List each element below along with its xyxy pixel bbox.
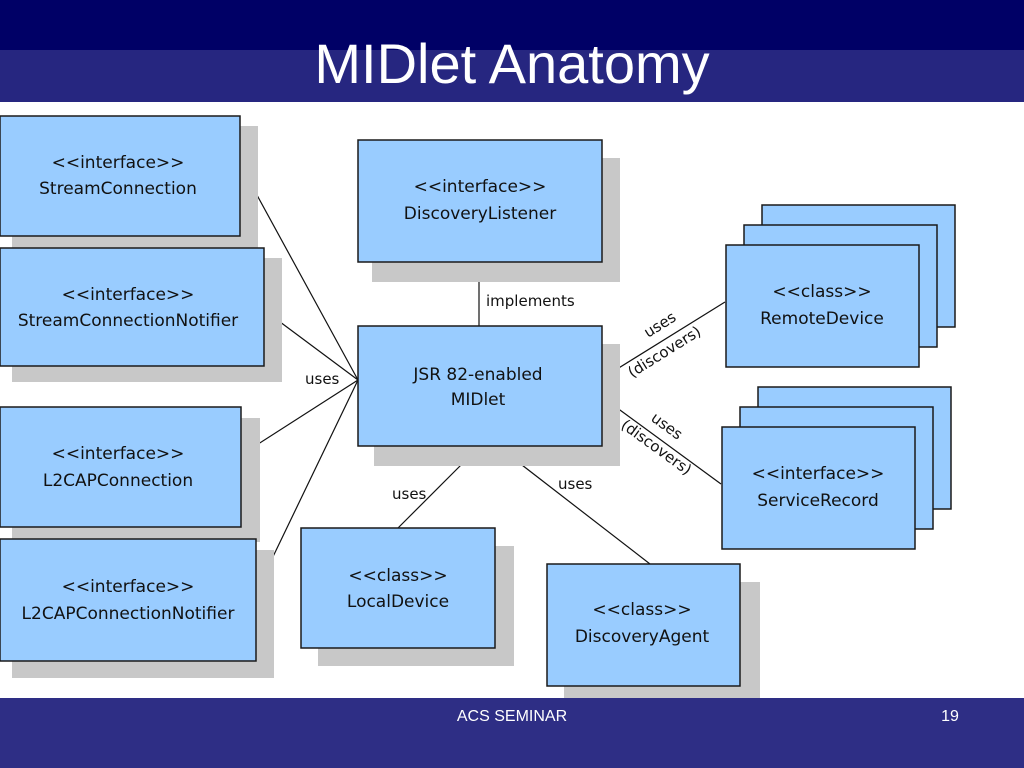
connector-discoveryagent bbox=[499, 447, 651, 565]
box-stereotype: <<interface>> bbox=[62, 577, 195, 597]
implements-label: implements bbox=[486, 292, 575, 310]
box-body bbox=[300, 527, 496, 649]
box-stereotype: JSR 82-enabled bbox=[412, 365, 542, 385]
box-name: L2CAPConnection bbox=[43, 471, 193, 491]
uses-arrow-remotedevice bbox=[607, 301, 726, 376]
box-stereotype: <<class>> bbox=[348, 566, 447, 586]
box-stereotype: <<interface>> bbox=[62, 285, 195, 305]
box-body bbox=[357, 139, 603, 263]
box-name: MIDlet bbox=[451, 390, 506, 410]
box-name: ServiceRecord bbox=[757, 491, 879, 511]
discovery-listener-box: <<interface>> DiscoveryListener bbox=[357, 139, 620, 282]
stream-connection-box: <<interface>> StreamConnection bbox=[0, 115, 258, 250]
remote-device-stack: <<class>> RemoteDevice bbox=[725, 204, 956, 368]
l2cap-connection-notifier-box: <<interface>> L2CAPConnectionNotifier bbox=[0, 538, 274, 678]
box-name: RemoteDevice bbox=[760, 309, 884, 329]
box-stereotype: <<interface>> bbox=[52, 153, 185, 173]
uses-label-localdevice: uses bbox=[392, 485, 427, 503]
box-body bbox=[0, 406, 242, 528]
slide-title: MIDlet Anatomy bbox=[314, 32, 710, 95]
box-body bbox=[0, 115, 241, 237]
discovery-agent-box: <<class>> DiscoveryAgent bbox=[546, 563, 760, 698]
box-stereotype: <<interface>> bbox=[414, 177, 547, 197]
box-body bbox=[721, 426, 916, 550]
title-bar: MIDlet Anatomy bbox=[0, 0, 1024, 102]
l2cap-connection-box: <<interface>> L2CAPConnection bbox=[0, 406, 260, 542]
box-stereotype: <<interface>> bbox=[52, 444, 185, 464]
box-body bbox=[357, 325, 603, 447]
uses-arrow-servicerecord bbox=[607, 400, 722, 485]
title-bar-band bbox=[0, 50, 1024, 102]
box-stereotype: <<interface>> bbox=[752, 464, 885, 484]
local-device-box: <<class>> LocalDevice bbox=[300, 527, 514, 666]
box-name: StreamConnectionNotifier bbox=[18, 311, 238, 331]
midlet-box: JSR 82-enabled MIDlet bbox=[357, 325, 620, 466]
box-body bbox=[0, 247, 265, 367]
box-body bbox=[546, 563, 741, 687]
uses-label-discoveryagent: uses bbox=[558, 475, 593, 493]
service-record-stack: <<interface>> ServiceRecord bbox=[721, 386, 952, 550]
box-stereotype: <<class>> bbox=[592, 600, 691, 620]
box-name: L2CAPConnectionNotifier bbox=[22, 604, 235, 624]
footer-bar: ACS SEMINAR 19 bbox=[0, 698, 1024, 768]
stream-connection-notifier-box: <<interface>> StreamConnectionNotifier bbox=[0, 247, 282, 382]
box-name: DiscoveryAgent bbox=[575, 627, 710, 647]
connector-l2capconnection bbox=[240, 379, 359, 456]
connector-streamconnection bbox=[239, 163, 359, 381]
box-body bbox=[0, 538, 257, 662]
page-number: 19 bbox=[941, 708, 959, 725]
footer-text: ACS SEMINAR bbox=[456, 708, 568, 725]
box-stereotype: <<class>> bbox=[772, 282, 871, 302]
box-body bbox=[725, 244, 920, 368]
midlet-anatomy-diagram: <<interface>> StreamConnection <<interfa… bbox=[0, 115, 956, 698]
uses-label-left: uses bbox=[305, 370, 340, 388]
box-name: DiscoveryListener bbox=[404, 204, 556, 224]
box-name: StreamConnection bbox=[39, 179, 197, 199]
box-name: LocalDevice bbox=[347, 592, 449, 612]
